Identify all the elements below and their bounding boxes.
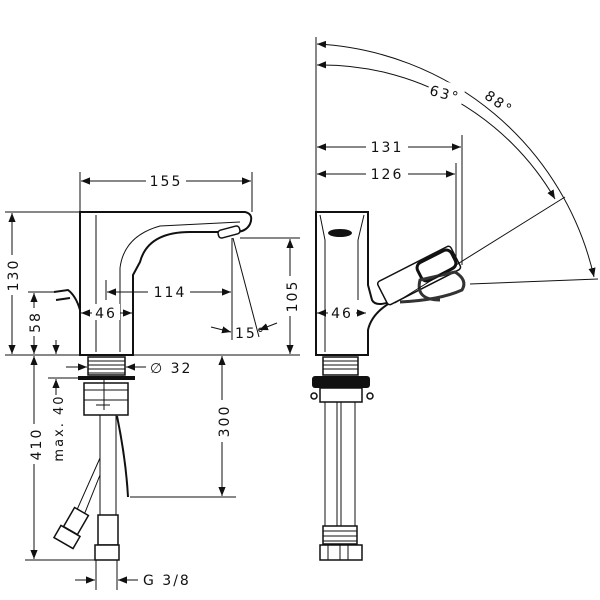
dim-155: 155 — [150, 174, 183, 190]
dim-46-side: 46 — [331, 306, 353, 322]
dim-126: 126 — [371, 167, 404, 183]
dim-46-front: 46 — [95, 306, 117, 322]
faucet-body-front — [79, 211, 253, 356]
dim-58: 58 — [28, 311, 44, 333]
angled-hose-nut — [52, 524, 82, 550]
hose-nut — [94, 544, 120, 561]
front-view: 155 130 58 46 114 105 15° ∅ 32 300 max. … — [3, 172, 301, 590]
dim-max-40: max. 40 — [52, 394, 67, 461]
washer — [78, 376, 135, 380]
dim-diameter-32: ∅ 32 — [150, 361, 192, 377]
threaded-shank-side — [322, 356, 359, 376]
handle-alt-position — [399, 270, 466, 304]
aerator — [217, 225, 241, 239]
handle — [376, 245, 462, 306]
dim-300: 300 — [217, 405, 233, 438]
sensor-window — [328, 229, 352, 237]
mounting-nut-side — [319, 387, 363, 403]
dim-410: 410 — [29, 428, 45, 461]
drain-rod — [116, 415, 129, 498]
angled-hose — [75, 457, 101, 516]
hose-nuts-side — [319, 544, 363, 561]
drain-lever — [53, 288, 81, 311]
dim-g-3-8: G 3/8 — [143, 573, 191, 589]
threaded-shank — [87, 356, 126, 376]
hoses-side — [324, 402, 356, 540]
dim-63-deg: 63° — [428, 83, 462, 106]
dim-131: 131 — [371, 140, 404, 156]
dim-114: 114 — [154, 285, 187, 301]
dim-130: 130 — [6, 259, 22, 292]
dim-15-deg: 15° — [235, 326, 266, 342]
mounting-nut — [83, 382, 129, 416]
side-view: 63° 88° 131 126 46 — [310, 37, 599, 561]
dim-105: 105 — [285, 280, 301, 313]
hose-fitting — [97, 514, 119, 546]
supply-hose — [99, 415, 117, 520]
